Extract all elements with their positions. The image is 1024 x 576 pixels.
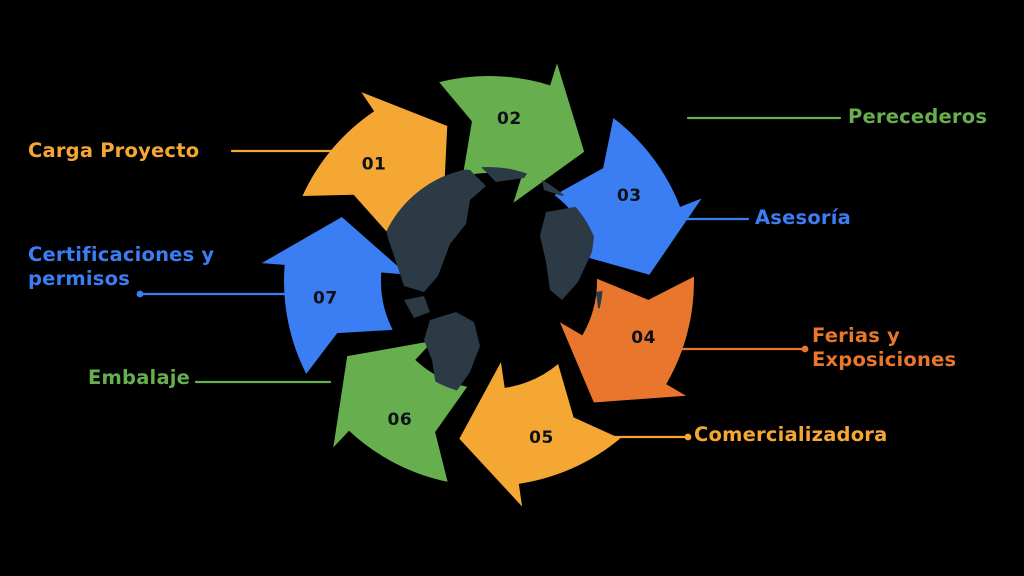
step-label-05[interactable]: Comercializadora xyxy=(694,423,888,446)
arrow-ring xyxy=(261,63,702,507)
connector-dot-07 xyxy=(136,290,144,298)
step-label-06[interactable]: Embalaje xyxy=(88,366,191,389)
step-number-04: 04 xyxy=(631,328,656,348)
connector-dot-05 xyxy=(684,433,692,441)
arrow-step-05[interactable] xyxy=(459,362,621,507)
arrow-step-06[interactable] xyxy=(333,340,468,482)
arrow-step-07[interactable] xyxy=(261,217,408,374)
step-numbers: 01 02 03 04 05 06 07 xyxy=(313,109,656,448)
step-number-06: 06 xyxy=(387,410,412,430)
continent-1 xyxy=(474,167,534,182)
step-label-04[interactable]: Ferias y Exposiciones xyxy=(812,324,957,371)
continent-2 xyxy=(424,312,480,395)
step-label-03[interactable]: Asesoría xyxy=(755,206,851,229)
step-label-07[interactable]: Certificaciones y permisos xyxy=(28,243,215,290)
connector-lines xyxy=(136,116,842,441)
step-label-02[interactable]: Perecederos xyxy=(848,105,988,128)
continent-3 xyxy=(404,296,430,318)
arrow-step-04[interactable] xyxy=(559,276,694,403)
step-number-05: 05 xyxy=(529,428,554,448)
step-label-01[interactable]: Carga Proyecto xyxy=(28,139,200,162)
step-number-01: 01 xyxy=(362,154,387,174)
continent-5 xyxy=(540,206,596,300)
step-number-03: 03 xyxy=(617,186,642,206)
connector-dot-04 xyxy=(801,345,809,353)
arrow-step-02[interactable] xyxy=(439,63,585,203)
step-number-07: 07 xyxy=(313,288,338,308)
step-number-02: 02 xyxy=(497,109,522,129)
